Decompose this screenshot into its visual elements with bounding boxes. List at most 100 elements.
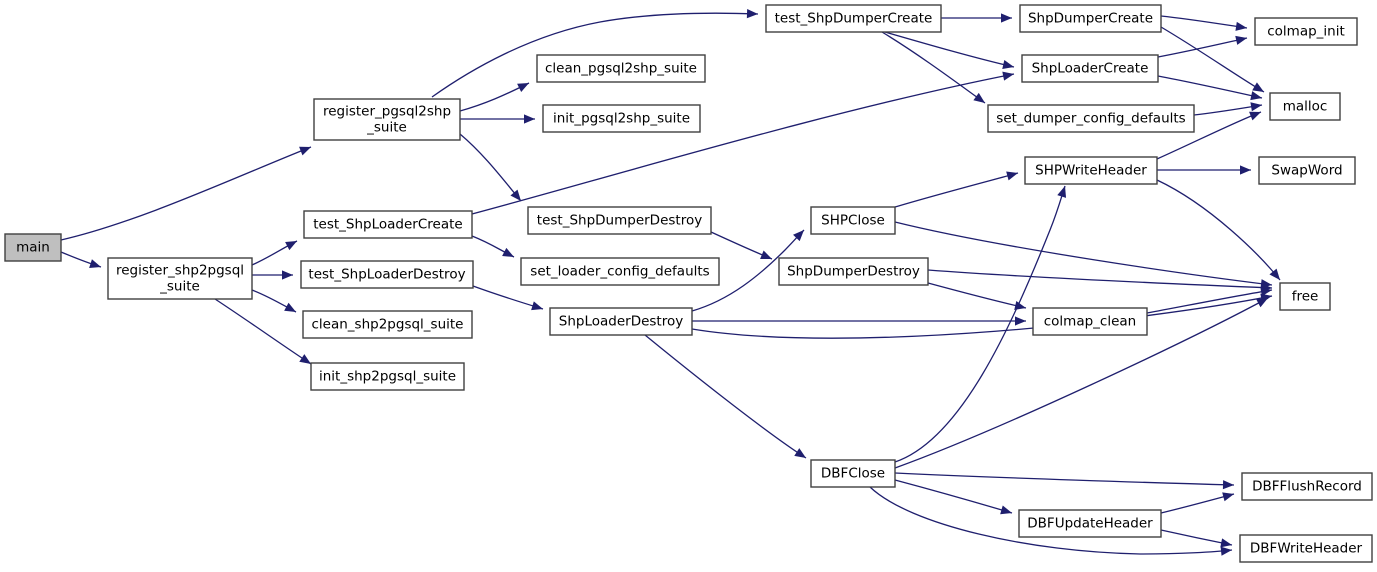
node-box[interactable] [549, 307, 693, 336]
edge-line [691, 295, 1273, 339]
node-DBFUpdateHeader[interactable]: DBFUpdateHeader [1018, 509, 1162, 538]
edge-ShpLoaderDestroy-to-free [691, 293, 1273, 339]
node-box[interactable] [1254, 17, 1358, 46]
edge-arrowhead [1002, 60, 1014, 69]
node-colmap_init[interactable]: colmap_init [1254, 17, 1358, 46]
node-SHPClose[interactable]: SHPClose [810, 206, 896, 235]
node-test_ShpDumperCreate[interactable]: test_ShpDumperCreate [765, 4, 942, 33]
edge-ShpDumperCreate-to-malloc [1160, 26, 1265, 93]
node-box[interactable] [1258, 156, 1356, 185]
edge-DBFUpdateHeader-to-DBFFlushRecord [1160, 492, 1235, 514]
edge-arrowhead [1235, 35, 1247, 45]
node-DBFFlushRecord[interactable]: DBFFlushRecord [1241, 472, 1373, 501]
edge-line [471, 73, 1015, 215]
node-box[interactable] [778, 257, 929, 286]
edge-test_ShpLoaderCreate-to-ShpLoaderCreate [471, 71, 1015, 215]
edge-arrowhead [524, 114, 535, 124]
edge-arrowhead [973, 92, 985, 103]
node-label: test_ShpLoaderDestroy [308, 267, 465, 283]
edge-SHPClose-to-SHPWriteHeader [894, 171, 1019, 208]
node-box[interactable] [1241, 472, 1373, 501]
edge-line [1160, 26, 1265, 93]
edge-arrowhead [1002, 71, 1014, 81]
node-box[interactable] [987, 104, 1195, 133]
node-label: set_loader_config_defaults [530, 264, 709, 280]
nodes-layer: main register_pgsql2shp_suite register_shp… [4, 4, 1373, 563]
edge-arrowhead [1000, 505, 1012, 515]
node-box[interactable] [1021, 54, 1159, 83]
node-label: clean_pgsql2shp_suite [545, 61, 697, 77]
edge-register_shp2pgsql_suite-to-test_ShpLoaderDestroy [251, 270, 293, 280]
node-DBFWriteHeader[interactable]: DBFWriteHeader [1239, 534, 1373, 563]
edge-ShpLoaderDestroy-to-DBFClose [644, 334, 807, 459]
node-box[interactable] [310, 362, 465, 391]
node-label: test_ShpDumperCreate [775, 11, 933, 27]
node-ShpDumperCreate[interactable]: ShpDumperCreate [1019, 4, 1162, 33]
node-box[interactable] [300, 260, 474, 289]
node-SwapWord[interactable]: SwapWord [1258, 156, 1356, 185]
edge-register_pgsql2shp_suite-to-test_ShpDumperCreate [431, 9, 759, 98]
node-label: ShpLoaderDestroy [559, 314, 683, 330]
node-box[interactable] [1018, 509, 1162, 538]
node-box[interactable] [4, 233, 62, 262]
edge-test_ShpLoaderCreate-to-set_loader_config_defaults [471, 235, 515, 258]
node-register_shp2pgsql_suite[interactable]: register_shp2pgsql_suite [107, 257, 253, 300]
node-box[interactable] [313, 98, 461, 141]
node-box[interactable] [107, 257, 253, 300]
edge-DBFUpdateHeader-to-DBFWriteHeader [1160, 529, 1233, 548]
node-box[interactable] [1019, 4, 1162, 33]
node-box[interactable] [527, 206, 712, 235]
node-box[interactable] [542, 104, 701, 133]
node-clean_pgsql2shp_suite[interactable]: clean_pgsql2shp_suite [536, 54, 706, 83]
node-main[interactable]: main [4, 233, 62, 262]
node-free[interactable]: free [1279, 282, 1331, 311]
edge-line [1160, 15, 1248, 29]
edge-line [1156, 179, 1281, 281]
node-test_ShpDumperDestroy[interactable]: test_ShpDumperDestroy [527, 206, 712, 235]
node-test_ShpLoaderDestroy[interactable]: test_ShpLoaderDestroy [300, 260, 474, 289]
node-box[interactable] [810, 459, 896, 488]
edge-line [884, 31, 1015, 68]
node-DBFClose[interactable]: DBFClose [810, 459, 896, 488]
node-box[interactable] [1024, 156, 1158, 185]
edge-colmap_clean-to-free [1146, 287, 1273, 314]
node-box[interactable] [1032, 307, 1148, 336]
node-label: SHPWriteHeader [1035, 163, 1147, 179]
edge-line [459, 82, 530, 112]
node-set_loader_config_defaults[interactable]: set_loader_config_defaults [520, 257, 720, 286]
node-box[interactable] [1279, 282, 1331, 311]
node-clean_shp2pgsql_suite[interactable]: clean_shp2pgsql_suite [302, 310, 473, 339]
node-SHPWriteHeader[interactable]: SHPWriteHeader [1024, 156, 1158, 185]
node-box[interactable] [1269, 92, 1341, 121]
edge-arrowhead [510, 189, 521, 201]
edge-arrowhead [746, 9, 758, 19]
node-colmap_clean[interactable]: colmap_clean [1032, 307, 1148, 336]
node-box[interactable] [765, 4, 942, 33]
edge-arrowhead [794, 448, 806, 458]
node-box[interactable] [1239, 534, 1373, 563]
node-ShpDumperDestroy[interactable]: ShpDumperDestroy [778, 257, 929, 286]
edge-arrowhead [282, 270, 293, 280]
edge-line [869, 486, 1233, 555]
node-box[interactable] [302, 310, 473, 339]
edge-ShpDumperCreate-to-colmap_init [1160, 15, 1248, 31]
node-ShpLoaderDestroy[interactable]: ShpLoaderDestroy [549, 307, 693, 336]
node-test_ShpLoaderCreate[interactable]: test_ShpLoaderCreate [303, 210, 473, 239]
node-register_pgsql2shp_suite[interactable]: register_pgsql2shp_suite [313, 98, 461, 141]
edge-arrowhead [1249, 111, 1261, 121]
node-malloc[interactable]: malloc [1269, 92, 1341, 121]
edge-line [60, 146, 312, 241]
node-box[interactable] [536, 54, 706, 83]
node-label: set_dumper_config_defaults [996, 111, 1185, 127]
node-box[interactable] [810, 206, 896, 235]
node-ShpLoaderCreate[interactable]: ShpLoaderCreate [1021, 54, 1159, 83]
node-box[interactable] [303, 210, 473, 239]
node-init_shp2pgsql_suite[interactable]: init_shp2pgsql_suite [310, 362, 465, 391]
node-set_dumper_config_defaults[interactable]: set_dumper_config_defaults [987, 104, 1195, 133]
edge-ShpLoaderCreate-to-malloc [1157, 75, 1263, 101]
edge-arrowhead [1252, 82, 1264, 92]
edge-register_pgsql2shp_suite-to-init_pgsql2shp_suite [459, 114, 535, 124]
node-init_pgsql2shp_suite[interactable]: init_pgsql2shp_suite [542, 104, 701, 133]
edge-DBFClose-to-DBFUpdateHeader [894, 479, 1013, 515]
node-box[interactable] [520, 257, 720, 286]
